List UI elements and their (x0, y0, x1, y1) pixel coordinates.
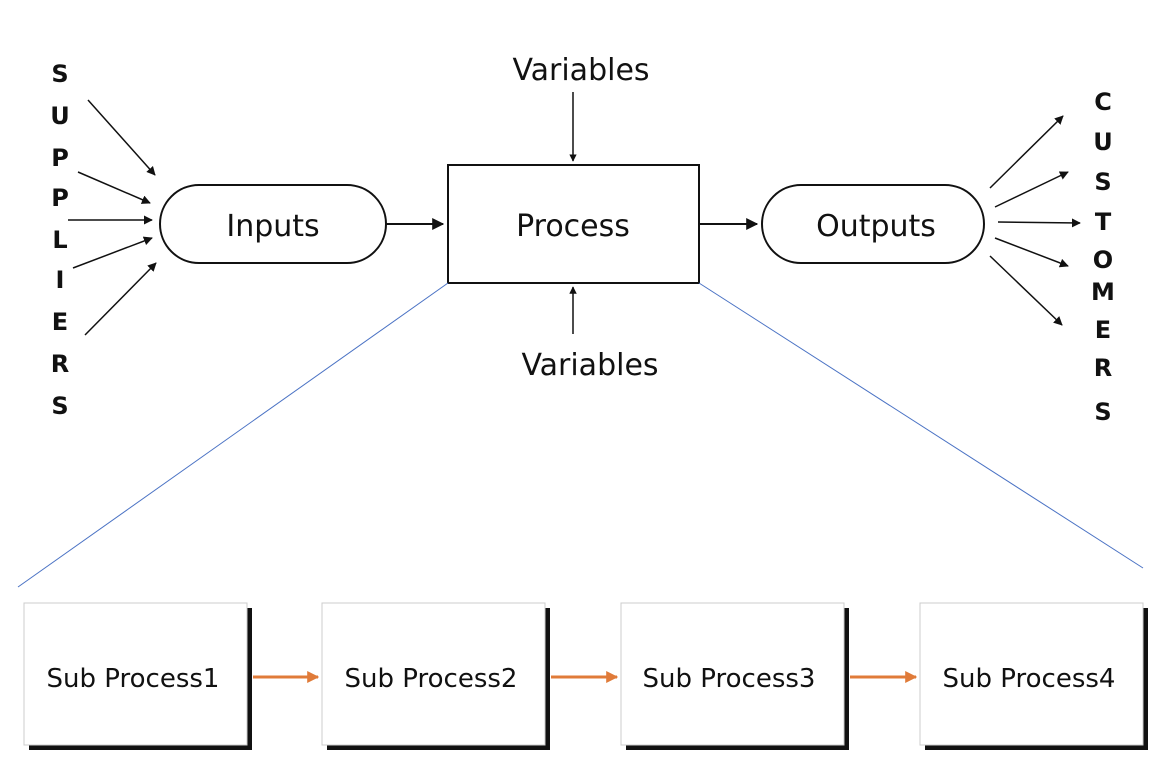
customer-arrow (989, 255, 1063, 326)
process-label: Process (516, 209, 630, 244)
suppliers-letter: R (51, 350, 69, 378)
sub-process-label: Sub Process1 (47, 664, 220, 694)
customer-arrow (994, 171, 1069, 208)
suppliers-letter: P (51, 184, 69, 212)
customers-letter: S (1094, 168, 1111, 196)
customers-letter: R (1094, 354, 1112, 382)
sub-process-card (919, 602, 1144, 746)
supplier-arrow (77, 171, 151, 204)
process-box (447, 164, 700, 284)
customers-letter: E (1095, 316, 1111, 344)
sub-process-label: Sub Process2 (345, 664, 518, 694)
zoom-line-left (17, 282, 449, 588)
variables-top-label: Variables (512, 53, 649, 88)
suppliers-letter: I (56, 266, 65, 294)
sub-process-label: Sub Process3 (643, 664, 816, 694)
sub-process-card (620, 602, 845, 746)
customers-word: C U S T O M E R S (1091, 88, 1115, 426)
customer-arrow (989, 115, 1064, 189)
customers-letter: M (1091, 278, 1115, 306)
supplier-arrow (84, 262, 157, 336)
sub-process-box: Sub Process4 (919, 602, 1148, 750)
suppliers-letter: P (51, 144, 69, 172)
sub-process-box: Sub Process3 (620, 602, 849, 750)
sub-process-label: Sub Process4 (943, 664, 1116, 694)
supplier-arrows (68, 99, 157, 336)
customers-letter: S (1094, 398, 1111, 426)
customer-arrow (994, 237, 1069, 268)
suppliers-letter: S (51, 60, 68, 88)
customers-letter: U (1093, 128, 1113, 156)
sub-process-box: Sub Process1 (23, 602, 252, 750)
suppliers-letter: L (52, 226, 67, 254)
outputs-label: Outputs (816, 209, 936, 244)
supplier-arrow (72, 236, 153, 269)
sub-process-box: Sub Process2 (321, 602, 550, 750)
outputs-node (761, 184, 985, 264)
suppliers-letter: S (51, 392, 68, 420)
customers-letter: C (1094, 88, 1112, 116)
customers-letter: T (1095, 208, 1112, 236)
supplier-arrow (87, 99, 156, 176)
variables-bottom-label: Variables (521, 348, 658, 383)
sub-process-card (321, 602, 546, 746)
inputs-label: Inputs (226, 209, 319, 244)
zoom-line-right (698, 282, 1144, 569)
suppliers-letter: U (50, 102, 70, 130)
sub-process-row: Sub Process1 Sub Process2 Sub Process3 S… (23, 602, 1148, 750)
customer-arrows (989, 115, 1081, 326)
customers-letter: O (1093, 246, 1113, 274)
customer-arrow (997, 218, 1081, 228)
suppliers-letter: E (52, 308, 68, 336)
suppliers-word: S U P P L I E R S (50, 60, 70, 420)
sub-process-card (23, 602, 248, 746)
